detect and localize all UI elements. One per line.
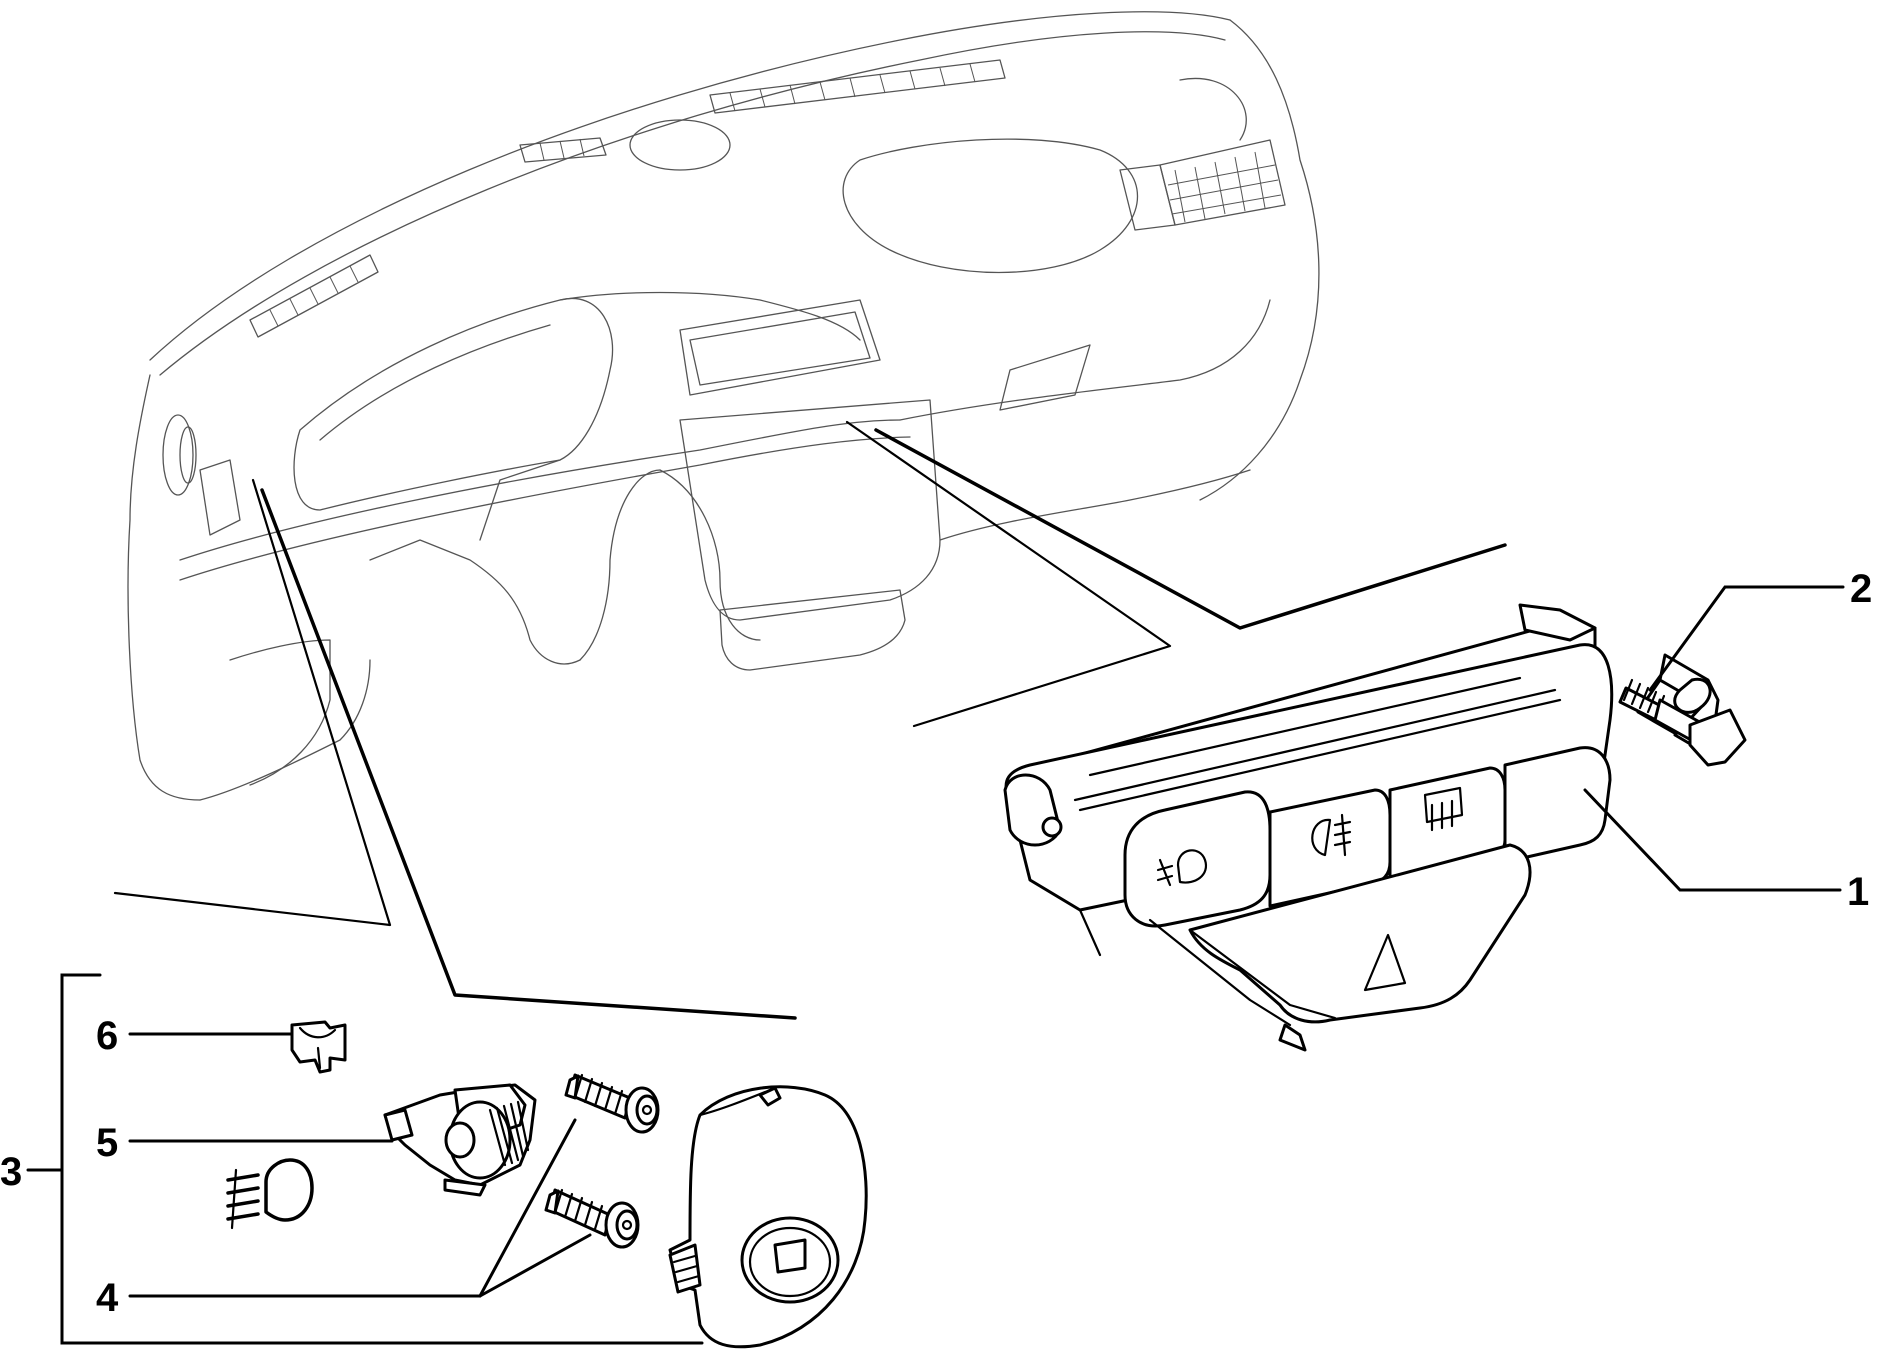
callout-4: 4 <box>96 1276 119 1320</box>
dashboard-outline <box>127 11 1320 801</box>
dashboard-leader-lines <box>113 420 1507 1020</box>
screw-lower <box>544 1188 640 1249</box>
front-fog-light-icon <box>1156 849 1208 887</box>
screw-upper <box>564 1073 660 1134</box>
callout-6: 6 <box>96 1014 118 1058</box>
rear-fog-light-icon <box>1311 813 1352 857</box>
callout-5: 5 <box>96 1121 118 1165</box>
callout-1: 1 <box>1847 870 1869 914</box>
switch-panel <box>1003 603 1614 1052</box>
hazard-warning-icon <box>1363 933 1407 992</box>
kit-bracket-3 <box>26 973 704 1345</box>
rear-window-defrost-icon <box>1423 786 1464 832</box>
bolt <box>1618 653 1747 767</box>
leader-line-2 <box>1648 585 1845 692</box>
clip <box>290 1020 347 1074</box>
trim-cover <box>668 1085 868 1349</box>
callout-3: 3 <box>0 1150 22 1194</box>
leader-line-4 <box>128 1118 592 1298</box>
headlamp-levelling-switch <box>383 1083 537 1197</box>
headlamp-levelling-icon <box>226 1158 314 1230</box>
leader-line-1 <box>1583 788 1842 892</box>
callout-2: 2 <box>1850 567 1872 611</box>
